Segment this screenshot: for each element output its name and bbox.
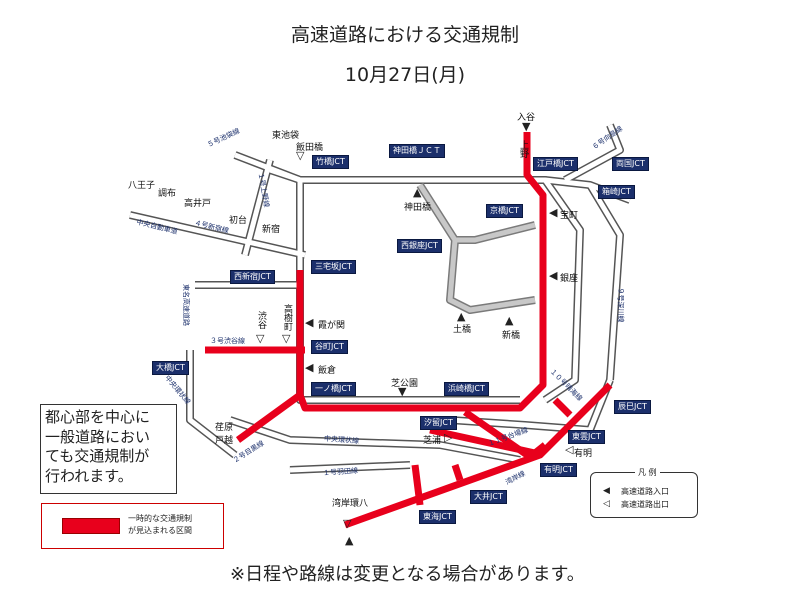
- jct-tanimachi: 谷町JCT: [311, 340, 348, 354]
- jct-ariake: 有明JCT: [540, 463, 577, 477]
- entrance-marker: ▲: [413, 186, 422, 199]
- label-takagicho: 高樹町: [282, 304, 292, 331]
- note-line: 都心部を中心に: [45, 408, 151, 426]
- entrance-legend-label: 高速道路入口: [621, 487, 669, 496]
- label-hatsudai: 初台: [229, 216, 248, 226]
- entrance-marker: ◀: [305, 316, 314, 329]
- ramp-legend: 凡 例 ◀ 高速道路入口 ◁ 高速道路出口: [590, 467, 698, 518]
- label-hachioji: 八王子: [128, 181, 156, 191]
- exit-marker: ▽: [296, 149, 305, 162]
- route-r3: ３号渋谷線: [210, 337, 245, 345]
- legend-line: 一時的な交通規制: [128, 514, 192, 523]
- jct-tatsumi: 辰巳JCT: [614, 400, 651, 414]
- exit-marker: ◁: [565, 443, 574, 456]
- label-ariake: 有明: [574, 449, 593, 459]
- jct-ryogoku: 両国JCT: [612, 157, 649, 171]
- jct-tokai: 東海JCT: [419, 510, 456, 524]
- label-togoshi: 戸越: [215, 436, 234, 446]
- legend-line: が見込まれる区間: [128, 526, 192, 535]
- label-shibakoen: 芝公園: [391, 379, 419, 389]
- jct-shiodome: 汐留JCT: [420, 416, 457, 430]
- closure-sections: [205, 132, 613, 529]
- jct-kandabashi: 神田橋ＪＣＴ: [389, 144, 445, 158]
- label-tsuchibashi: 土橋: [453, 325, 472, 335]
- entrance-marker: ◀: [549, 269, 558, 282]
- entrance-marker: ▲: [345, 534, 354, 547]
- jct-ichinohashi: 一ノ橋JCT: [311, 382, 356, 396]
- label-shibuya: 渋谷: [256, 311, 266, 329]
- map-date: 10月27日(月): [344, 64, 466, 86]
- jct-miyakezaka: 三宅坂JCT: [311, 260, 356, 274]
- note-line: ても交通規制が: [45, 447, 150, 465]
- closure-legend-text: 一時的な交通規制 が見込まれる区間: [128, 513, 192, 537]
- exit-legend-icon: ◁: [603, 499, 610, 509]
- footer-notice: ※日程や路線は変更となる場合があります。: [230, 564, 585, 585]
- note-line: 行われます。: [45, 466, 133, 485]
- label-kandabashi: 神田橋: [404, 203, 432, 213]
- entrance-marker: ▼: [398, 385, 407, 398]
- label-iikura: 飯倉: [318, 366, 337, 376]
- entrance-marker: ▲: [457, 310, 466, 323]
- exit-marker: ▷: [444, 431, 453, 444]
- label-shibaura: 芝浦: [423, 436, 442, 446]
- map-title: 高速道路における交通規制: [290, 24, 519, 46]
- label-wangan-kanpachi: 湾岸環八: [332, 499, 369, 509]
- label-iidabashi: 飯田橋: [296, 143, 324, 153]
- label-takaido: 高井戸: [184, 199, 212, 209]
- jct-hamazakibashi: 浜崎橋JCT: [444, 382, 489, 396]
- closure-legend: 一時的な交通規制 が見込まれる区間: [41, 503, 224, 549]
- ramp-legend-heading: 凡 例: [635, 467, 660, 478]
- entrance-marker: ▲: [505, 314, 514, 327]
- road-network: [129, 123, 632, 474]
- jct-nishishinjuku: 西新宿JCT: [230, 270, 275, 284]
- closure-swatch: [62, 518, 120, 534]
- exit-marker: ▽: [282, 332, 291, 345]
- label-iriya: 入谷: [517, 113, 536, 123]
- jct-kyobashi: 京橋JCT: [486, 204, 523, 218]
- jct-oi: 大井JCT: [470, 490, 507, 504]
- entrance-marker: ▼: [522, 120, 531, 133]
- route-tomei: 東名高速道路: [182, 284, 190, 326]
- general-road-note: 都心部を中心に 一般道路におい ても交通規制が 行われます。: [40, 404, 177, 494]
- label-ebara: 荏原: [215, 423, 234, 433]
- label-shinbashi: 新橋: [502, 331, 521, 341]
- label-shinjuku: 新宿: [262, 225, 281, 235]
- label-ginza: 銀座: [560, 274, 579, 284]
- exit-legend-label: 高速道路出口: [621, 500, 669, 509]
- jct-nishiginza: 西銀座JCT: [397, 239, 442, 253]
- jct-edobashi: 江戸橋JCT: [533, 157, 578, 171]
- label-ueno: 上野: [518, 140, 528, 158]
- exit-marker: ▽: [343, 517, 352, 530]
- jct-hakozaki: 箱崎JCT: [598, 185, 635, 199]
- jct-ohashi: 大橋JCT: [152, 361, 189, 375]
- label-takaracho: 宝町: [560, 211, 579, 221]
- entrance-legend-icon: ◀: [603, 486, 610, 496]
- route-r9: ９号深川線: [616, 287, 625, 323]
- entrance-marker: ◀: [549, 206, 558, 219]
- label-chofu: 調布: [158, 189, 177, 199]
- label-higashiikebukuro: 東池袋: [272, 131, 300, 141]
- note-line: 一般道路におい: [45, 427, 151, 446]
- label-kasumigaseki: 霞が関: [318, 321, 346, 331]
- jct-higashishinagawa: 東雲JCT: [568, 430, 605, 444]
- entrance-marker: ◀: [305, 361, 314, 374]
- exit-marker: ▽: [256, 332, 265, 345]
- jct-takebashi: 竹橋JCT: [312, 155, 349, 169]
